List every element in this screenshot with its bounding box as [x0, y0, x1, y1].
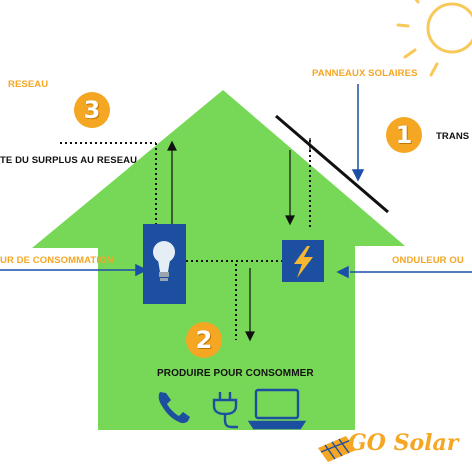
badge-three: 3 — [74, 92, 110, 128]
label-onduleur: ONDULEUR OU — [392, 255, 464, 266]
brand-logo-text: GO Solar — [348, 430, 459, 456]
badge-two-number: 2 — [195, 326, 213, 354]
phone-icon — [158, 392, 190, 424]
label-consommation: UR DE CONSOMMATION — [0, 255, 114, 266]
label-trans: TRANS — [436, 131, 470, 142]
label-surplus: TE DU SURPLUS AU RESEAU — [0, 155, 138, 166]
sun-icon — [396, 0, 472, 77]
plug-icon — [212, 392, 238, 429]
label-reseau: RESEAU — [8, 79, 49, 90]
badge-one: 1 — [386, 117, 422, 153]
badge-one-number: 1 — [395, 121, 413, 149]
panneaux-arrow — [351, 84, 365, 182]
connection-lines — [60, 142, 283, 340]
onduleur-arrow — [336, 265, 472, 279]
consommation-arrow — [0, 263, 148, 277]
flow-arrows — [167, 138, 311, 342]
badge-three-number: 3 — [83, 96, 101, 124]
label-produire: PRODUIRE POUR CONSOMMER — [157, 368, 314, 379]
solar-panel-logo-icon — [318, 436, 356, 462]
badge-two: 2 — [186, 322, 222, 358]
lightbulb-icon — [143, 224, 186, 304]
laptop-icon — [247, 388, 307, 430]
solar-panel-icon — [275, 114, 389, 214]
label-panneaux-solaires: PANNEAUX SOLAIRES — [312, 68, 418, 79]
lightning-bolt-icon — [282, 240, 324, 282]
house-shape — [32, 90, 405, 430]
